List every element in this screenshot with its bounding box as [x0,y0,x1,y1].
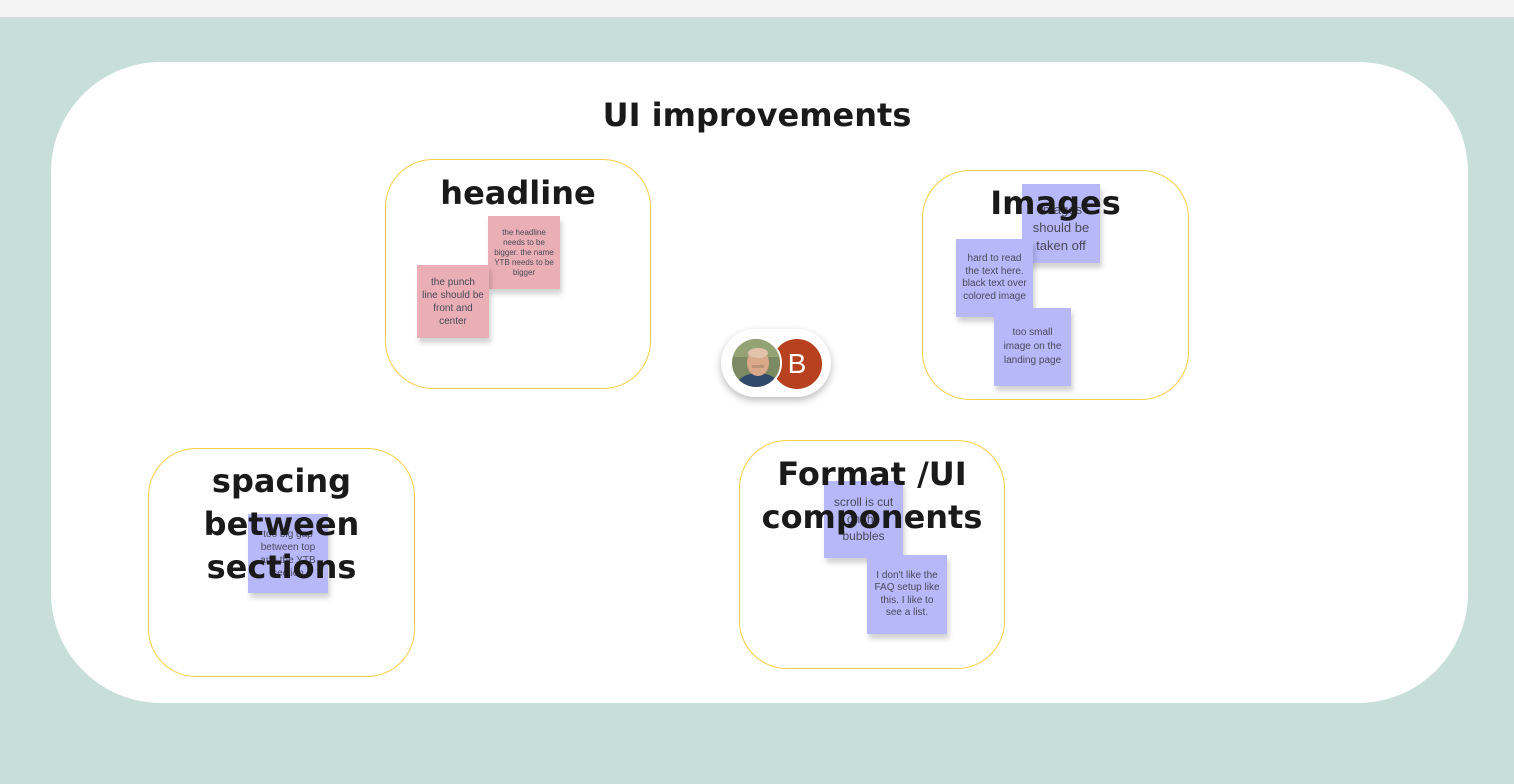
sticky-note[interactable]: the punch line should be front and cente… [417,265,489,338]
sticky-note-text: the headline needs to be bigger. the nam… [494,227,554,277]
top-toolbar [0,0,1514,18]
sticky-note-text: the punch line should be front and cente… [422,276,484,327]
sticky-note[interactable]: I don't like the FAQ setup like this. I … [867,555,947,634]
sticky-note-text: hard to read the text here. black text o… [962,253,1027,302]
sticky-note[interactable]: the headline needs to be bigger. the nam… [488,216,560,289]
sticky-note[interactable]: hard to read the text here. black text o… [956,239,1033,317]
sticky-note[interactable]: too small image on the landing page [994,308,1071,386]
user-photo-icon [732,339,780,387]
cluster-title-format-ui: Format /UI components [761,455,983,536]
sticky-note[interactable]: too big gap between top and the YTB sect… [248,514,328,593]
sticky-note-text: I don't like the FAQ setup like this. I … [874,569,940,619]
cluster-title-images: Images [990,184,1121,222]
sticky-note-text: too small image on the landing page [1003,327,1062,366]
sticky-note[interactable]: scroll is cut on the bubbles [824,481,903,558]
avatar[interactable] [730,337,782,389]
cluster-title-spacing: spacing between sections [203,462,360,586]
sticky-note-text: scroll is cut on the bubbles [833,495,894,543]
sticky-note-text: images should be taken off [1032,201,1090,253]
sticky-note-text: too big gap between top and the YTB sect… [260,528,316,579]
sticky-note[interactable]: images should be taken off [1022,184,1100,263]
cluster-title-headline: headline [440,174,596,212]
board-title: UI improvements [602,96,912,134]
